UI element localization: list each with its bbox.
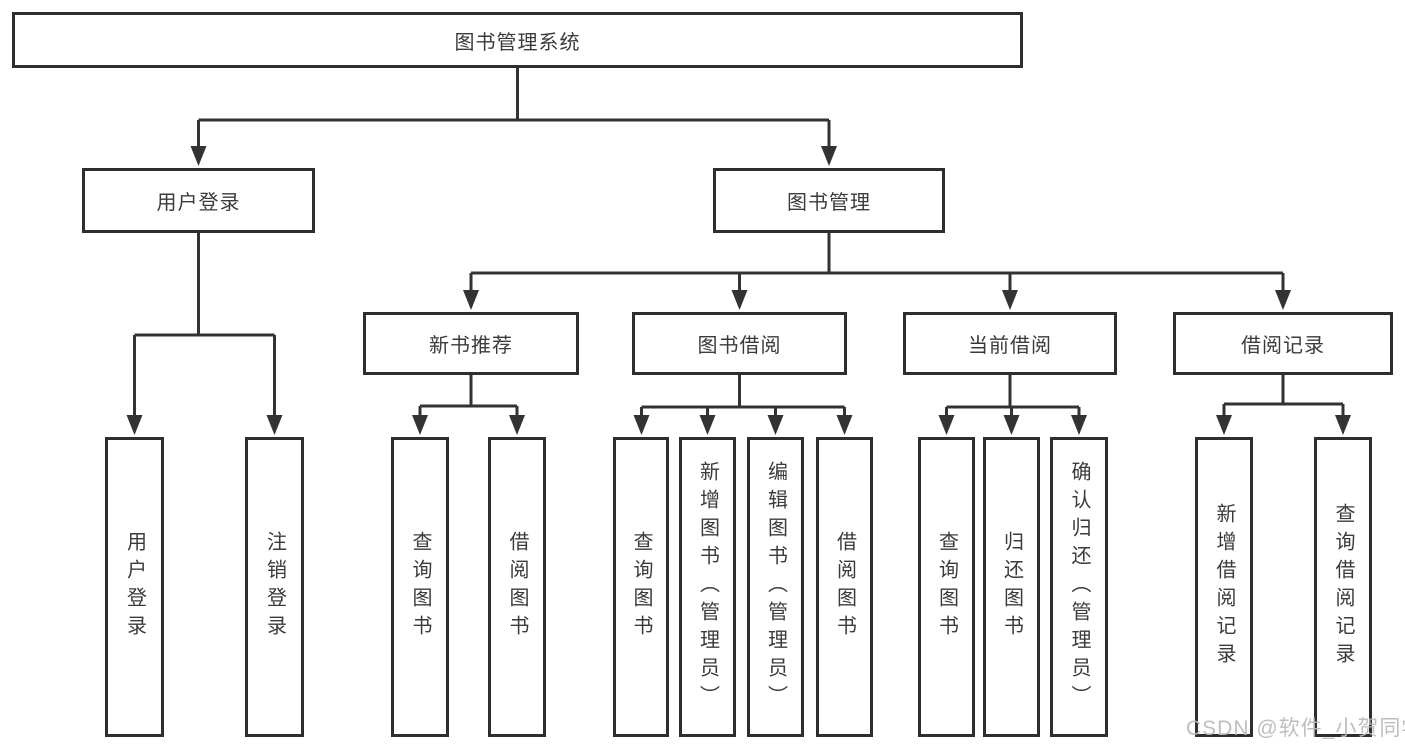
leaf-label: 用户登录 [123,531,146,643]
leaf-label: 查询图书 [409,531,431,643]
leaf-borrow-books-recommend: 借阅图书 [488,437,546,737]
node-label: 图书借阅 [697,335,782,357]
node-book-management: 图书管理 [713,168,945,233]
node-book-borrowing: 图书借阅 [632,312,847,375]
leaf-query-books-recommend: 查询图书 [391,437,449,737]
leaf-query-books-current: 查询图书 [918,437,975,737]
node-label: 新书推荐 [429,335,513,357]
leaf-confirm-return-admin: 确认归还（管理员） [1050,437,1108,737]
leaf-label: 查询图书 [630,531,652,643]
csdn-watermark: CSDN @软件_小贺同学 [1186,717,1405,740]
leaf-edit-books-admin: 编辑图书（管理员） [747,437,804,737]
leaf-return-books: 归还图书 [983,437,1040,737]
leaf-label: 注销登录 [263,531,286,643]
leaf-label: 编辑图书（管理员） [764,461,787,713]
leaf-label: 新增借阅记录 [1213,503,1235,671]
leaf-logout: 注销登录 [245,437,304,737]
leaf-label: 查询借阅记录 [1332,503,1354,671]
node-label: 当前借阅 [968,335,1052,357]
leaf-label: 确认归还（管理员） [1068,461,1090,713]
leaf-query-books-borrowing: 查询图书 [613,437,669,737]
node-current-borrowing: 当前借阅 [903,312,1117,375]
node-label: 借阅记录 [1241,335,1325,357]
node-library-management-system: 图书管理系统 [12,12,1023,68]
leaf-user-login: 用户登录 [105,437,164,737]
node-label: 图书管理系统 [454,31,581,54]
leaf-label: 新增图书（管理员） [696,461,719,713]
leaf-label: 归还图书 [1000,531,1023,643]
leaf-label: 借阅图书 [506,531,528,643]
node-user-login: 用户登录 [82,168,315,233]
node-new-book-recommendation: 新书推荐 [363,312,579,375]
node-label: 用户登录 [156,192,241,214]
leaf-add-books-admin: 新增图书（管理员） [679,437,736,737]
leaf-borrow-books-borrowing: 借阅图书 [816,437,873,737]
leaf-label: 查询图书 [935,531,958,643]
leaf-add-borrow-record: 新增借阅记录 [1195,437,1253,737]
node-borrowing-records: 借阅记录 [1173,312,1393,375]
node-label: 图书管理 [787,192,871,214]
leaf-label: 借阅图书 [833,531,856,643]
leaf-query-borrow-record: 查询借阅记录 [1314,437,1372,737]
